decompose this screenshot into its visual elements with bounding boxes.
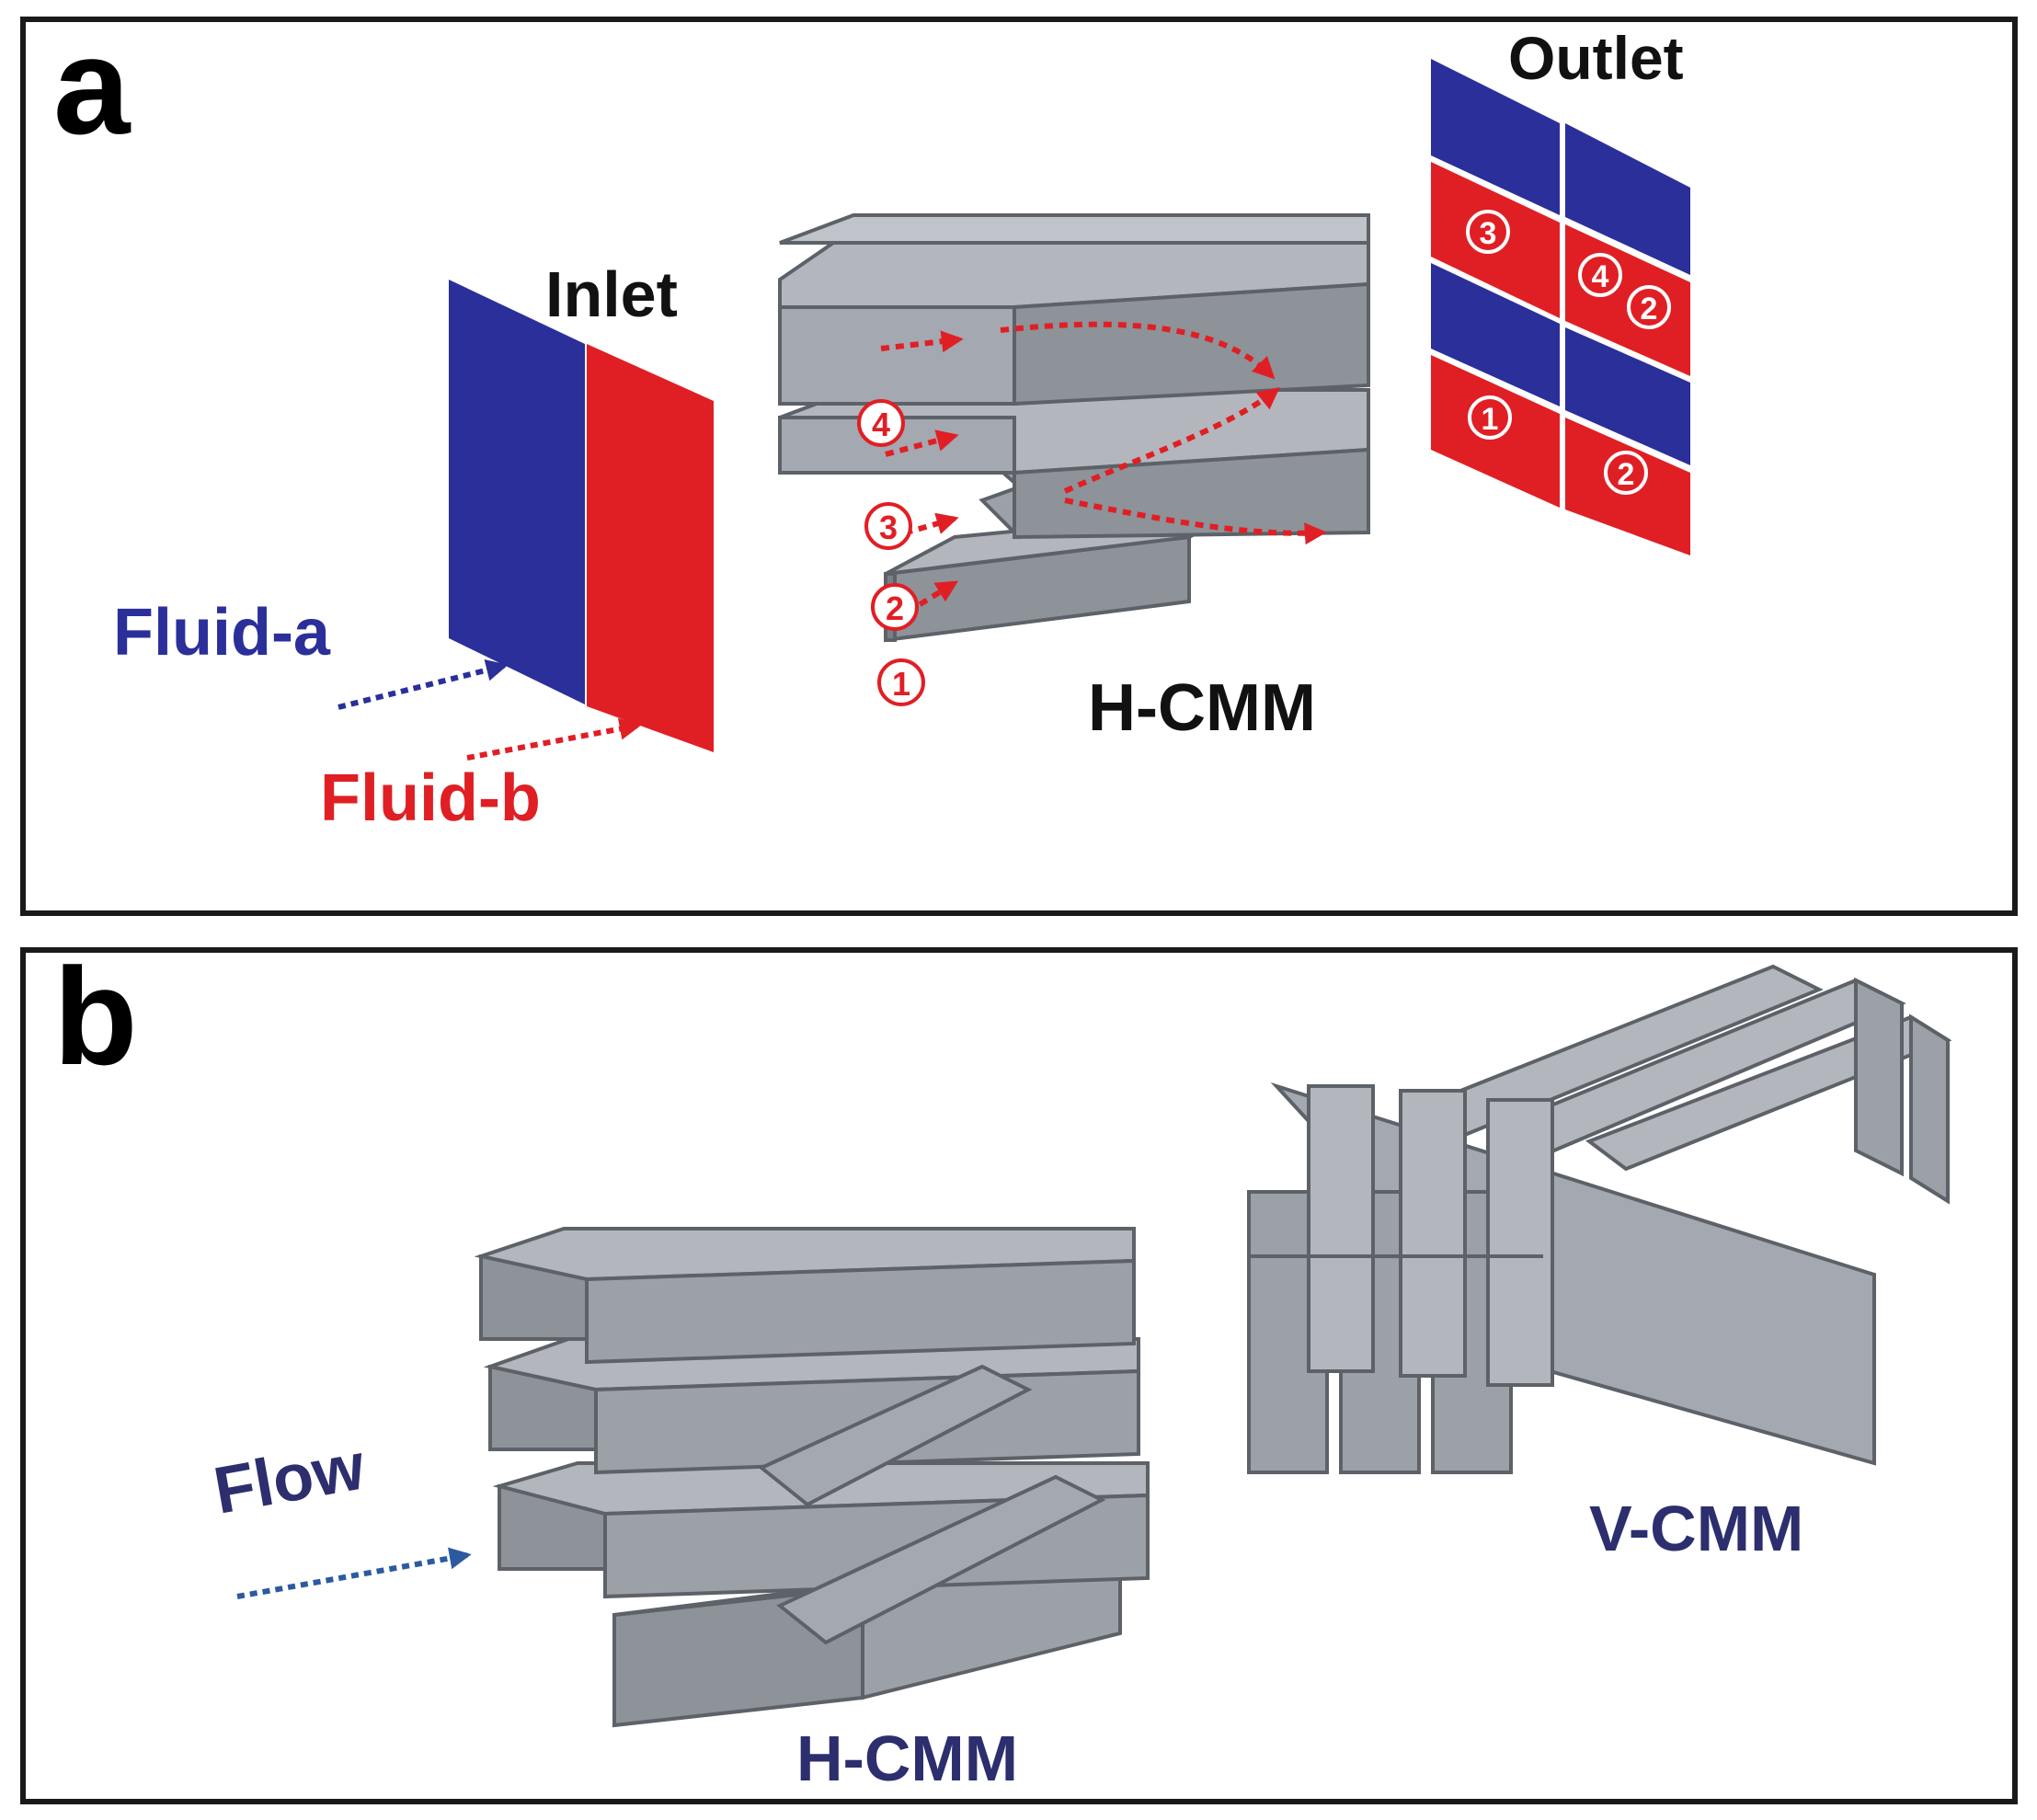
h-cmm-device-b bbox=[474, 1227, 1150, 1728]
panel-b-letter: b bbox=[53, 939, 138, 1093]
outlet-label: Outlet bbox=[1508, 24, 1684, 92]
svg-text:2: 2 bbox=[886, 589, 904, 627]
fluid-a-label: Fluid-a bbox=[113, 596, 331, 670]
svg-text:3: 3 bbox=[1480, 216, 1497, 251]
v-cmm-device bbox=[1247, 964, 1952, 1474]
fluid-a-arrow bbox=[338, 659, 509, 710]
svg-text:4: 4 bbox=[1592, 259, 1609, 294]
stream-marker-4: 4 bbox=[857, 399, 905, 447]
stream-marker-3: 3 bbox=[864, 502, 912, 550]
svg-text:1: 1 bbox=[1482, 402, 1499, 437]
flow-label: Flow bbox=[209, 1429, 371, 1528]
panel-a-letter: a bbox=[53, 8, 131, 163]
h-cmm-label-a: H-CMM bbox=[1088, 671, 1316, 745]
inlet-plate-fluid-b bbox=[587, 344, 714, 752]
panel-a: a Inlet Fluid-a Fluid-b bbox=[20, 17, 2018, 916]
stream-marker-2: 2 bbox=[871, 583, 919, 631]
outlet-grid bbox=[1431, 59, 1690, 555]
stream-marker-1: 1 bbox=[877, 658, 925, 706]
svg-text:2: 2 bbox=[1618, 457, 1635, 492]
svg-text:3: 3 bbox=[879, 509, 898, 546]
svg-text:1: 1 bbox=[892, 665, 910, 703]
panel-a-diagram: Inlet Fluid-a Fluid-b bbox=[113, 24, 1690, 835]
fluid-b-arrow bbox=[466, 717, 642, 761]
flow-paths-a bbox=[880, 321, 1327, 623]
svg-text:4: 4 bbox=[872, 406, 890, 443]
panel-b: b Flow bbox=[20, 947, 2018, 1804]
panel-b-diagram: Flow H-CMM V-CMM bbox=[209, 964, 1952, 1794]
inlet-label: Inlet bbox=[545, 258, 678, 330]
svg-text:2: 2 bbox=[1641, 292, 1658, 326]
h-cmm-label-b: H-CMM bbox=[796, 1723, 1018, 1794]
flow-arrow bbox=[236, 1547, 472, 1599]
outlet-marker-4: 4 bbox=[1578, 253, 1622, 297]
inlet-plate-fluid-a bbox=[449, 280, 585, 704]
outlet-marker-2-top: 2 bbox=[1627, 285, 1671, 329]
v-cmm-label: V-CMM bbox=[1589, 1493, 1803, 1564]
fluid-b-label: Fluid-b bbox=[320, 761, 541, 835]
outlet-marker-3: 3 bbox=[1466, 210, 1510, 254]
outlet-marker-2-bottom: 2 bbox=[1604, 451, 1648, 495]
outlet-marker-1: 1 bbox=[1468, 395, 1512, 440]
